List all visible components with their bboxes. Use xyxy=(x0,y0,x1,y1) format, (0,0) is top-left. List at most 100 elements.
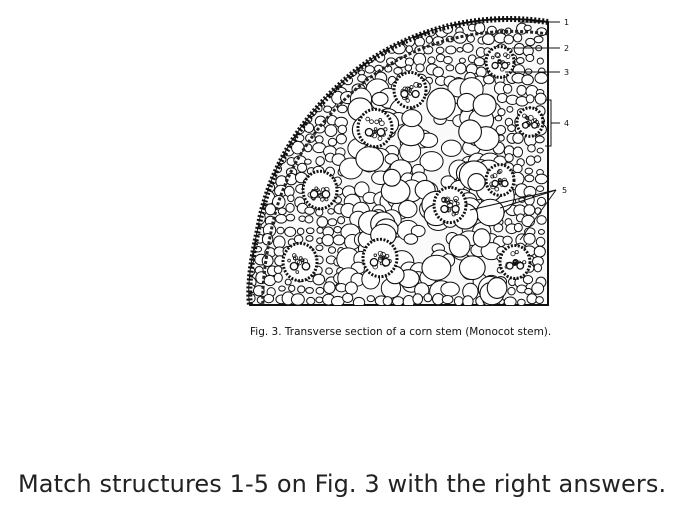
parenchyma-cell xyxy=(391,296,405,305)
parenchyma-cell xyxy=(531,282,545,295)
parenchyma-cell xyxy=(306,296,316,305)
parenchyma-cell xyxy=(523,24,532,32)
parenchyma-cell xyxy=(443,55,453,65)
parenchyma-cell xyxy=(294,52,308,66)
large-parenchyma-cell xyxy=(486,277,508,299)
parenchyma-cell xyxy=(304,33,317,45)
parenchyma-cell xyxy=(315,244,324,252)
parenchyma-cell xyxy=(523,204,536,216)
parenchyma-cell xyxy=(297,162,308,173)
parenchyma-cell xyxy=(249,76,256,86)
parenchyma-cell xyxy=(286,113,296,122)
parenchyma-cell xyxy=(462,43,474,53)
parenchyma-cell xyxy=(354,36,366,48)
parenchyma-cell xyxy=(275,75,283,84)
parenchyma-cell xyxy=(249,134,254,144)
figure-caption: Fig. 3. Transverse section of a corn ste… xyxy=(250,326,552,338)
parenchyma-cell xyxy=(256,187,266,196)
parenchyma-cell xyxy=(256,113,268,124)
parenchyma-cell xyxy=(316,226,324,234)
parenchyma-cell xyxy=(252,71,265,85)
parenchyma-cell xyxy=(405,45,413,54)
parenchyma-cell xyxy=(326,56,334,63)
large-parenchyma-cell xyxy=(472,93,497,117)
parenchyma-cell xyxy=(265,117,278,127)
parenchyma-cell xyxy=(260,153,275,165)
parenchyma-cell xyxy=(382,296,393,305)
parenchyma-cell xyxy=(525,155,536,166)
parenchyma-cell xyxy=(533,155,542,163)
parenchyma-cell xyxy=(537,229,545,235)
parenchyma-cell xyxy=(364,65,375,74)
parenchyma-cell xyxy=(328,26,337,34)
parenchyma-cell xyxy=(266,65,277,76)
parenchyma-cell xyxy=(333,22,345,34)
parenchyma-cell xyxy=(455,62,467,75)
parenchyma-cell xyxy=(526,293,538,305)
parenchyma-cell xyxy=(445,64,455,72)
parenchyma-cell xyxy=(521,74,534,86)
parenchyma-cell xyxy=(293,74,303,82)
parenchyma-cell xyxy=(305,286,314,294)
parenchyma-cell xyxy=(533,35,544,44)
parenchyma-cell xyxy=(325,43,335,53)
parenchyma-cell xyxy=(327,218,338,227)
epidermis-layer xyxy=(246,16,549,306)
parenchyma-cell xyxy=(333,66,345,78)
parenchyma-cell xyxy=(305,235,314,242)
parenchyma-cell xyxy=(496,92,508,104)
parenchyma-cell xyxy=(318,34,326,41)
parenchyma-cell xyxy=(305,227,315,235)
parenchyma-cell xyxy=(261,33,275,44)
parenchyma-cell xyxy=(295,103,305,112)
parenchyma-cell xyxy=(425,35,434,44)
parenchyma-cell xyxy=(535,236,546,247)
large-parenchyma-cell xyxy=(458,119,483,144)
parenchyma-cell xyxy=(325,267,333,275)
parenchyma-cell xyxy=(512,163,523,174)
parenchyma-cell xyxy=(252,192,264,204)
parenchyma-cell xyxy=(305,83,317,95)
parenchyma-cell xyxy=(249,235,254,242)
vascular-bundle xyxy=(361,237,399,279)
parenchyma-cell xyxy=(277,135,288,147)
parenchyma-cell xyxy=(249,34,253,44)
parenchyma-cell xyxy=(333,43,348,56)
vascular-bundle xyxy=(432,185,468,225)
parenchyma-cell xyxy=(273,265,283,275)
parenchyma-cell xyxy=(291,95,305,107)
parenchyma-cell xyxy=(522,275,534,285)
label-1: 1 xyxy=(564,18,569,27)
parenchyma-cell xyxy=(533,245,546,258)
parenchyma-cell xyxy=(249,168,254,177)
vascular-bundle xyxy=(392,70,428,110)
parenchyma-cell xyxy=(525,37,536,47)
parenchyma-cell xyxy=(261,72,274,85)
large-parenchyma-cell xyxy=(426,87,456,120)
parenchyma-cell xyxy=(265,86,275,95)
parenchyma-cell xyxy=(415,63,425,73)
parenchyma-cell xyxy=(315,296,324,304)
parenchyma-cell xyxy=(312,273,326,286)
parenchyma-cell xyxy=(316,65,329,77)
parenchyma-cell xyxy=(284,226,297,238)
parenchyma-cell xyxy=(502,83,513,94)
parenchyma-cell xyxy=(296,227,305,236)
parenchyma-cell xyxy=(323,281,336,294)
parenchyma-cell xyxy=(412,293,424,305)
parenchyma-cell xyxy=(304,215,314,224)
vascular-bundles xyxy=(281,45,545,283)
parenchyma-cell xyxy=(261,133,275,144)
parenchyma-cell xyxy=(432,66,444,78)
parenchyma-cell xyxy=(334,34,345,46)
parenchyma-cell xyxy=(354,53,364,62)
parenchyma-cell xyxy=(268,94,277,104)
leader-line-5a xyxy=(499,189,557,209)
parenchyma-cell xyxy=(506,105,514,113)
parenchyma-cell xyxy=(297,86,307,94)
parenchyma-cell xyxy=(263,23,276,35)
parenchyma-cell xyxy=(274,94,283,102)
parenchyma-cell xyxy=(327,246,337,254)
parenchyma-cell xyxy=(326,65,336,76)
parenchyma-cell xyxy=(303,57,314,66)
